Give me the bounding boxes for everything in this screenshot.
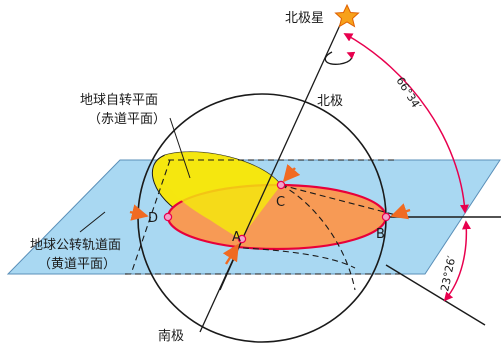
rotation-plane-label-line1: 地球自转平面 [80, 93, 158, 108]
south-pole-label: 南极 [158, 328, 184, 344]
axis-lower-segment [219, 237, 244, 291]
orbit-plane-pointer [79, 211, 106, 233]
angle-upper-label: 66°34′ [393, 75, 423, 113]
rotation-plane-pointer [169, 117, 191, 179]
angle-arc-upper [343, 33, 469, 214]
point-d-label: D [148, 211, 158, 226]
orbit-plane-label-line1: 地球公转轨道面 [30, 238, 121, 253]
rotation-plane-label-line2: （赤道平面） [88, 112, 166, 127]
point-a-label: A [232, 230, 241, 245]
point-c-label: C [276, 195, 285, 210]
polaris-star-icon [334, 3, 360, 28]
point-b-label: B [376, 227, 385, 242]
rotation-arrow-icon [324, 51, 356, 65]
sun-ray-arrows [129, 164, 411, 265]
orbit-plane-label-line2: （黄道平面） [38, 257, 116, 272]
point-markers [163, 180, 391, 244]
angle-lower-label: 23°26′ [438, 254, 458, 292]
north-pole-label: 北极 [317, 94, 343, 109]
equator-plane-front [160, 151, 281, 239]
angle-arc-lower [443, 220, 471, 302]
polaris-label: 北极星 [285, 11, 324, 26]
equator-reference-line [385, 264, 486, 326]
